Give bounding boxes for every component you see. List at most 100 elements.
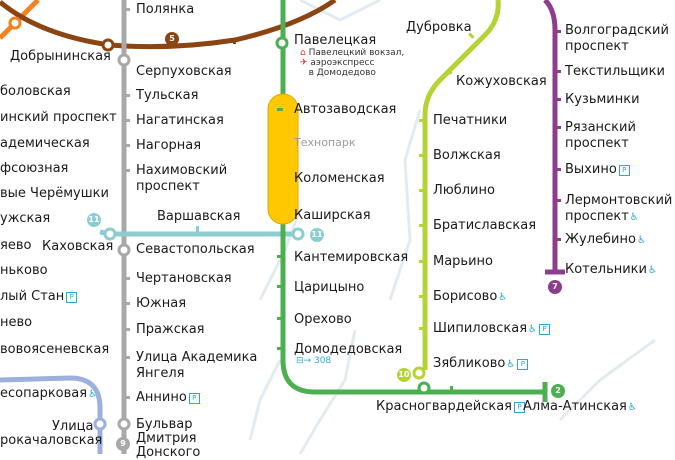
station-profsoyuznaya[interactable]: фсоюзная	[0, 161, 69, 176]
parking-icon: P	[513, 402, 525, 413]
parking-icon: P	[618, 165, 630, 176]
station-shipilovskaya[interactable]: Шипиловская♿P	[433, 321, 550, 338]
line-11-tick-varshavskaya	[196, 226, 199, 232]
line-7	[543, 0, 558, 272]
badge-line-9: 9	[116, 437, 130, 451]
station-kotelniki[interactable]: Котельники♿	[565, 262, 657, 277]
line-7-ticks	[555, 30, 561, 241]
station-lyublino[interactable]: Люблино	[433, 183, 495, 198]
station-paveletskaya[interactable]: Павелецкая	[294, 33, 377, 48]
bus-note: ⊟→ 308	[296, 356, 332, 366]
station-shabolovskaya[interactable]: боловская	[0, 84, 71, 99]
station-borisovo[interactable]: Борисово♿	[433, 289, 508, 304]
station-chertanovskaya[interactable]: Чертановская	[136, 271, 232, 286]
badge-line-11-left: 11	[87, 213, 101, 227]
station-polyanka[interactable]: Полянка	[136, 2, 195, 17]
station-leninsky[interactable]: инский проспект	[0, 110, 117, 125]
line-10-ticks	[419, 32, 475, 330]
line-5-tick	[233, 38, 236, 44]
train-icon: ✈	[300, 58, 308, 68]
accessibility-icon: ♿	[627, 402, 637, 413]
station-bitsevsky-park[interactable]: есопарковая♿	[0, 386, 98, 401]
station-yuzhnaya[interactable]: Южная	[136, 296, 187, 311]
accessibility-icon: ♿	[629, 212, 639, 223]
station-tekstilshchiki[interactable]: Текстильщики	[565, 64, 665, 79]
accessibility-icon: ♿	[647, 265, 657, 276]
station-nagornaya[interactable]: Нагорная	[136, 138, 202, 153]
station-pechatniki[interactable]: Печатники	[433, 113, 508, 128]
station-akademicheskaya[interactable]: адемическая	[0, 136, 90, 151]
station-belyaevo[interactable]: яево	[0, 238, 32, 253]
accessibility-icon: ♿	[506, 359, 516, 370]
badge-line-11-right: 11	[310, 228, 324, 242]
station-alma-atinskaya[interactable]: Алма-Атинская♿	[523, 399, 637, 414]
station-tulskaya[interactable]: Тульская	[136, 88, 199, 103]
rail-icon: ⌂	[300, 48, 306, 58]
station-domodedovskaya[interactable]: Домодедовская	[294, 342, 403, 357]
station-tsaritsyno[interactable]: Царицыно	[294, 280, 365, 295]
line-5-ring	[0, 0, 337, 50]
station-starokachalovskaya[interactable]: рокачаловская	[0, 433, 103, 448]
station-avtozavodskaya[interactable]: Автозаводская	[294, 102, 397, 117]
station-sevastopolskaya[interactable]: Севастопольская	[136, 242, 255, 257]
station-yasenevo[interactable]: нево	[0, 315, 33, 330]
parking-icon: P	[538, 324, 550, 335]
station-kozhukhovskaya[interactable]: Кожуховская	[456, 74, 547, 89]
accessibility-icon: ♿	[636, 235, 646, 246]
accessibility-icon: ♿	[528, 324, 537, 335]
interchange-nodes	[8, 16, 431, 431]
station-nagatinskaya[interactable]: Нагатинская	[136, 113, 224, 128]
station-orekhovo[interactable]: Орехово	[294, 312, 352, 327]
line-9-ticks	[124, 8, 130, 399]
station-zyablikovo[interactable]: Зябликово♿P	[433, 356, 529, 373]
station-cheryomushki[interactable]: вые Черёмушки	[0, 186, 109, 201]
station-dubrovka[interactable]: Дубровка	[406, 20, 472, 35]
accessibility-icon: ♿	[88, 389, 98, 400]
line-2-tick-krasn	[450, 386, 453, 392]
station-bratislavskaya[interactable]: Братиславская	[433, 218, 537, 233]
station-tekhnopark[interactable]: Технопарк	[294, 136, 356, 149]
badge-line-2: 2	[551, 384, 565, 398]
station-novoyasenevskaya[interactable]: вовоясеневская	[0, 342, 110, 357]
line-11	[99, 229, 300, 237]
line-2-ticks	[277, 108, 283, 350]
bus-icon: ⊟→	[296, 356, 312, 366]
river-shape-2	[248, 209, 302, 441]
station-varshavskaya[interactable]: Варшавская	[157, 209, 241, 224]
badge-line-7: 7	[548, 280, 562, 294]
line-12	[0, 375, 103, 454]
accessibility-icon: ♿	[498, 292, 508, 303]
station-zhulebino[interactable]: Жулебино♿	[565, 232, 646, 247]
station-maryino[interactable]: Марьино	[433, 254, 493, 269]
station-kantemirovskaya[interactable]: Кантемировская	[294, 250, 409, 265]
station-kaluzhskaya[interactable]: ужская	[0, 211, 51, 226]
line-2	[280, 0, 545, 395]
station-kolomenskaya[interactable]: Коломенская	[294, 171, 385, 186]
station-kuzminki[interactable]: Кузьминки	[565, 92, 640, 107]
parking-icon: P	[517, 359, 529, 370]
parking-icon: P	[188, 393, 200, 404]
badge-line-10: 10	[397, 368, 411, 382]
station-kashirskaya[interactable]: Каширская	[294, 208, 371, 223]
parking-icon: P	[66, 292, 78, 303]
station-prazhskaya[interactable]: Пражская	[136, 322, 205, 337]
station-konkovo[interactable]: ньково	[0, 263, 48, 278]
construction-segment	[267, 93, 299, 225]
badge-line-5: 5	[165, 32, 179, 46]
station-serpukhovskaya[interactable]: Серпуховская	[136, 64, 232, 79]
station-dobryninskaya[interactable]: Добрынинская	[10, 49, 111, 64]
station-kakhovskaya[interactable]: Каховская	[42, 239, 114, 254]
station-ulitsa[interactable]: Улица	[52, 419, 94, 434]
paveletsky-station-note: ⌂ Павелецкий вокзал,✈ аэроэкспресс в Дом…	[300, 48, 405, 78]
station-volzhskaya[interactable]: Волжская	[433, 148, 501, 163]
